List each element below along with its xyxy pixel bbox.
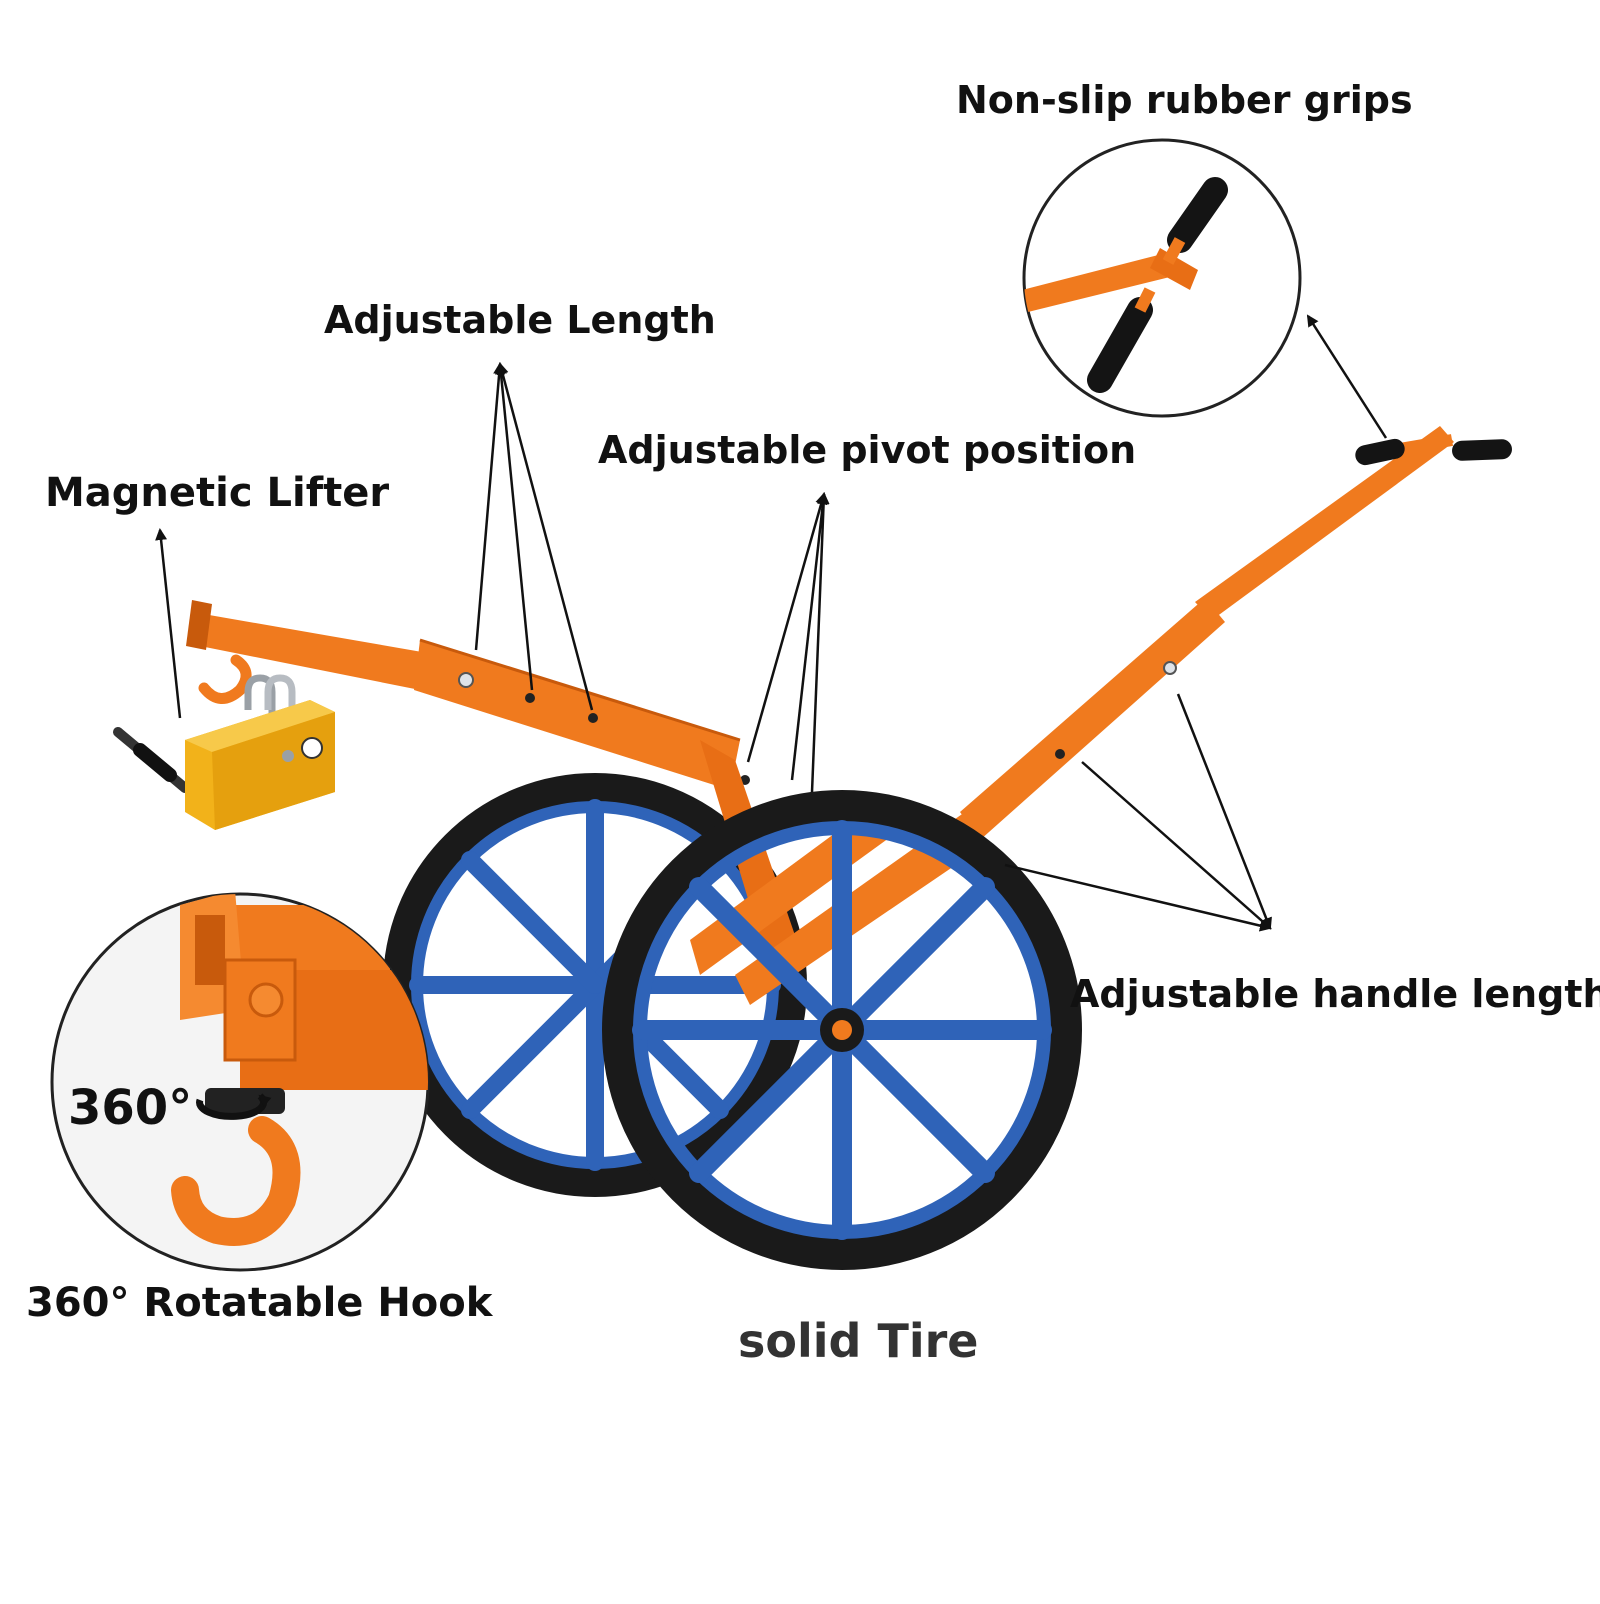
- hook-detail-inset: [50, 892, 430, 1272]
- label-solid-tire: solid Tire: [738, 1314, 979, 1368]
- magnetic-lifter: [113, 674, 335, 830]
- label-rotation-degrees: 360°: [68, 1080, 193, 1136]
- grip-left: [1355, 438, 1405, 466]
- callout-arrows: [155, 314, 1388, 932]
- label-pivot-position: Adjustable pivot position: [598, 428, 1137, 472]
- label-magnetic-lifter: Magnetic Lifter: [45, 470, 390, 516]
- grip-detail-inset: [1022, 138, 1302, 418]
- label-rubber-grips: Non-slip rubber grips: [956, 78, 1413, 122]
- label-handle-length: Adjustable handle length: [1070, 972, 1600, 1016]
- front-wheel: [602, 790, 1082, 1270]
- label-rotatable-hook: 360° Rotatable Hook: [26, 1280, 493, 1326]
- label-adjustable-length: Adjustable Length: [324, 298, 716, 342]
- grip-right: [1452, 439, 1512, 461]
